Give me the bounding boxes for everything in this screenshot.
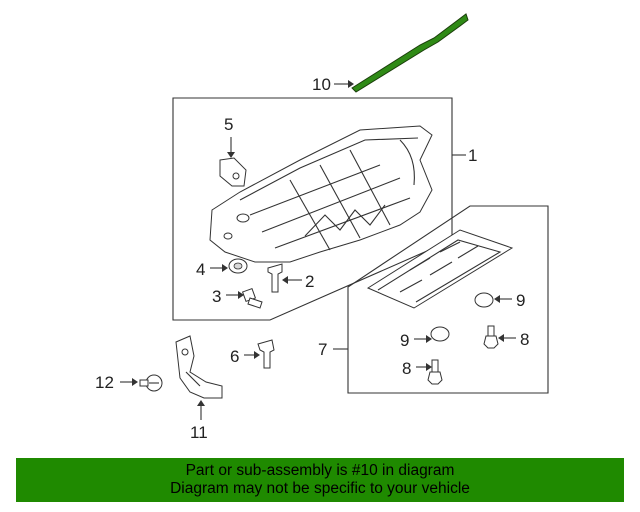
- arrow-6: [254, 351, 260, 359]
- arrow-3: [238, 291, 244, 299]
- part-4-grommet[interactable]: [228, 258, 248, 274]
- callout-8a: 8: [520, 330, 529, 349]
- callout-8b: 8: [402, 359, 411, 378]
- banner-line-2: Diagram may not be specific to your vehi…: [170, 480, 470, 497]
- part-1-undertray[interactable]: [209, 125, 433, 263]
- part-8-bolt-b[interactable]: [427, 359, 443, 385]
- parts-diagram: 10 1 5 4 2: [95, 13, 549, 442]
- arrow-11: [197, 400, 205, 406]
- part-6-clip[interactable]: [257, 339, 275, 369]
- part-5-bracket[interactable]: [219, 157, 247, 187]
- callout-11: 11: [190, 423, 208, 442]
- assembly-box-7: [347, 205, 549, 394]
- arrow-12: [132, 378, 138, 386]
- banner-line-1: Part or sub-assembly is #10 in diagram: [185, 462, 455, 479]
- callout-9b: 9: [400, 331, 409, 350]
- callout-9a: 9: [516, 291, 525, 310]
- callout-2: 2: [305, 272, 314, 291]
- arrow-5: [227, 152, 235, 158]
- part-3-bolt[interactable]: [241, 287, 263, 309]
- callout-10: 10: [312, 75, 331, 94]
- part-8-bolt-a[interactable]: [483, 325, 499, 349]
- part-7-panel[interactable]: [366, 229, 514, 309]
- info-banner: Part or sub-assembly is #10 in diagram D…: [16, 458, 624, 502]
- arrow-10: [348, 80, 354, 88]
- part-10-seal-strip[interactable]: [351, 13, 469, 93]
- part-9-washer-b[interactable]: [430, 326, 450, 342]
- callout-3: 3: [212, 287, 221, 306]
- arrow-9b: [426, 335, 432, 343]
- arrow-4: [222, 264, 228, 272]
- part-9-washer-a[interactable]: [474, 292, 494, 308]
- callout-7: 7: [318, 340, 327, 359]
- arrow-2: [282, 276, 288, 284]
- part-12-screw[interactable]: [139, 374, 163, 392]
- arrow-9a: [494, 295, 500, 303]
- callout-12: 12: [95, 373, 114, 392]
- callout-5: 5: [224, 115, 233, 134]
- callout-4: 4: [196, 260, 205, 279]
- arrow-8a: [498, 334, 504, 342]
- callout-6: 6: [230, 347, 239, 366]
- part-2-clip[interactable]: [267, 263, 283, 293]
- callout-1: 1: [468, 146, 477, 165]
- assembly-box-1: [172, 97, 453, 321]
- part-11-bracket[interactable]: [175, 335, 223, 399]
- arrow-8b: [426, 363, 432, 371]
